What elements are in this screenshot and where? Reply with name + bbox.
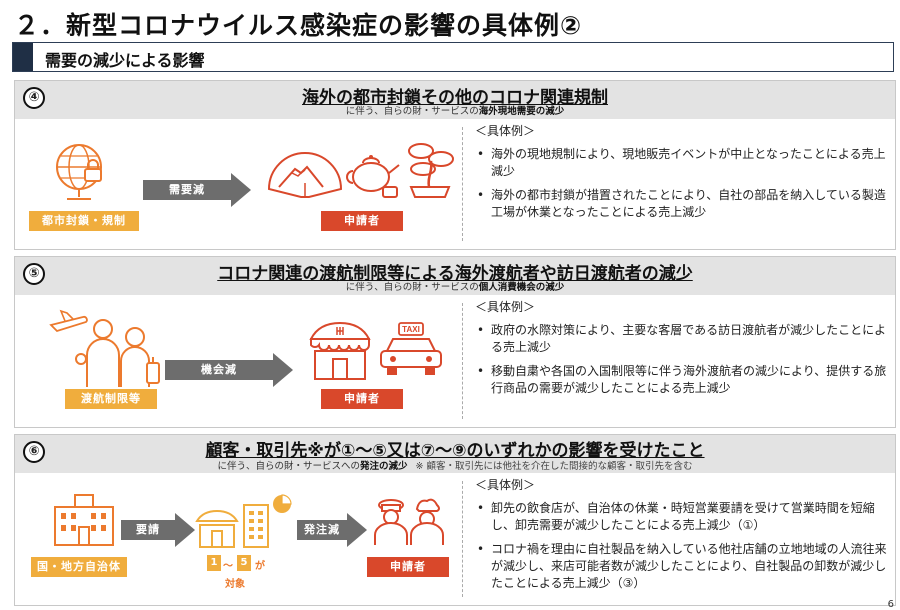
case-6-applicant-badge: 申請者 xyxy=(367,557,449,577)
case-6-subtitle-prefix: に伴う、自らの財・サービスへの xyxy=(217,461,360,472)
case-4-examples-heading: ＜具体例＞ xyxy=(475,124,536,138)
case-6-arrow-2: 発注減 xyxy=(297,513,367,547)
case-6-example-1: 卸先の飲食店が、自治体の休業・時短営業要請を受けて営業時間を短縮し、卸売需要が減… xyxy=(475,500,887,534)
case-4-subtitle: に伴う、自らの財・サービスの海外現地需要の減少 xyxy=(15,103,895,117)
case-6-arrow-1-label: 要請 xyxy=(121,520,175,540)
case-6-examples: ＜具体例＞ 卸先の飲食店が、自治体の休業・時短営業要請を受けて営業時間を短縮し、… xyxy=(475,477,887,599)
case-6-examples-heading: ＜具体例＞ xyxy=(475,478,536,492)
case-6: ⑥ 顧客・取引先※が①～⑤又は⑦～⑨のいずれかの影響を受けたこと に伴う、自らの… xyxy=(14,434,896,606)
case-6-target-separator: ～ xyxy=(223,561,233,572)
case-4-divider xyxy=(462,127,463,241)
airplane-icon xyxy=(49,309,88,333)
case-6-header: ⑥ 顧客・取引先※が①～⑤又は⑦～⑨のいずれかの影響を受けたこと に伴う、自らの… xyxy=(15,435,895,473)
case-5: ⑤ コロナ関連の渡航制限等による海外渡航者や訪日渡航者の減少 に伴う、自らの財・… xyxy=(14,256,896,428)
case-6-arrow-2-label: 発注減 xyxy=(297,520,347,540)
case-5-header: ⑤ コロナ関連の渡航制限等による海外渡航者や訪日渡航者の減少 に伴う、自らの財・… xyxy=(15,257,895,295)
case-6-arrow-1-head xyxy=(175,513,195,547)
case-5-subtitle-bold: 個人消費機会の減少 xyxy=(478,282,565,293)
restaurant-icon xyxy=(309,321,371,380)
case-4-example-list: 海外の現地規制により、現地販売イベントが中止となったことによる売上減少 海外の都… xyxy=(475,146,887,221)
globe-lock-icon xyxy=(56,144,102,200)
case-6-example-list: 卸先の飲食店が、自治体の休業・時短営業要請を受けて営業時間を短縮し、卸売需要が減… xyxy=(475,500,887,592)
office-building-icon xyxy=(243,504,269,548)
case-4-example-1: 海外の現地規制により、現地販売イベントが中止となったことによる売上減少 xyxy=(475,146,887,180)
chef-icon xyxy=(374,498,444,545)
section-header-accent xyxy=(13,43,33,71)
case-4-body: 都市封鎖・規制 需要減 申請者 xyxy=(15,119,895,249)
case-6-title: 顧客・取引先※が①～⑤又は⑦～⑨のいずれかの影響を受けたこと xyxy=(205,441,705,461)
case-4-applicant-badge: 申請者 xyxy=(321,211,403,231)
case-4-examples: ＜具体例＞ 海外の現地規制により、現地販売イベントが中止となったことによる売上減… xyxy=(475,123,887,228)
case-6-subtitle-note: ※ 顧客・取引先には他社を介在した間接的な顧客・取引先を含む xyxy=(415,461,693,472)
case-4-title: 海外の都市封鎖その他のコロナ関連規制 xyxy=(302,88,608,108)
case-4-source-badge: 都市封鎖・規制 xyxy=(29,211,139,231)
case-4-subtitle-bold: 海外現地需要の減少 xyxy=(478,106,565,117)
case-4-arrow: 需要減 xyxy=(143,173,251,207)
government-building-icon xyxy=(54,494,114,546)
shop-icon xyxy=(195,509,239,548)
case-6-target-caption: 対象 xyxy=(225,579,245,590)
case-6-subtitle: に伴う、自らの財・サービスへの発注の減少 ※ 顧客・取引先には他社を介在した間接的… xyxy=(15,458,895,472)
case-4-number: ④ xyxy=(23,87,45,109)
case-5-applicant-badge: 申請者 xyxy=(321,389,403,409)
case-6-subtitle-bold: 発注の減少 xyxy=(360,461,408,472)
case-6-body: 国・地方自治体 要請 1 ～ xyxy=(15,473,895,605)
case-6-target-suffix: が xyxy=(255,561,265,572)
case-5-title: コロナ関連の渡航制限等による海外渡航者や訪日渡航者の減少 xyxy=(217,264,693,284)
case-5-source-badge: 渡航制限等 xyxy=(65,389,157,409)
case-5-example-list: 政府の水際対策により、主要な客層である訪日渡航者が減少したことによる売上減少 移… xyxy=(475,322,887,397)
page-number: 6 xyxy=(887,599,894,610)
case-4: ④ 海外の都市封鎖その他のコロナ関連規制 に伴う、自らの財・サービスの海外現地需… xyxy=(14,80,896,250)
case-4-subtitle-prefix: に伴う、自らの財・サービスの xyxy=(345,106,479,117)
taxi-icon: TAXI xyxy=(380,322,442,375)
section-header: 需要の減少による影響 xyxy=(12,42,894,72)
case-6-arrow-1: 要請 xyxy=(121,513,195,547)
case-5-body: 渡航制限等 機会減 TAXI 申請者 ＜具体例＞ xyxy=(15,295,895,427)
case-6-divider xyxy=(462,481,463,597)
case-5-example-2: 移動自粛や各国の入国制限等に伴う海外渡航者の減少により、提供する旅行商品の需要が… xyxy=(475,363,887,397)
case-6-example-2: コロナ禍を理由に自社製品を納入している他社店舗の立地地域の人流往来が減少し、来店… xyxy=(475,541,887,592)
taxi-sign-label: TAXI xyxy=(402,325,420,334)
case-4-header: ④ 海外の都市封鎖その他のコロナ関連規制 に伴う、自らの財・サービスの海外現地需… xyxy=(15,81,895,119)
case-6-arrow-2-head xyxy=(347,513,367,547)
case-5-arrow-head xyxy=(273,353,293,387)
case-6-target-num-1: 1 xyxy=(207,555,221,571)
case-4-arrow-head xyxy=(231,173,251,207)
page-title: ２．新型コロナウイルス感染症の影響の具体例② xyxy=(14,11,583,40)
section-header-label: 需要の減少による影響 xyxy=(45,51,205,70)
case-5-subtitle-prefix: に伴う、自らの財・サービスの xyxy=(345,282,479,293)
case-5-divider xyxy=(462,303,463,419)
case-4-example-2: 海外の都市封鎖が措置されたことにより、自社の部品を納入している製造工場が休業とな… xyxy=(475,187,887,221)
case-5-number: ⑤ xyxy=(23,263,45,285)
case-6-source-badge: 国・地方自治体 xyxy=(31,557,127,577)
pie-chart-icon xyxy=(273,494,292,513)
case-4-arrow-label: 需要減 xyxy=(143,180,231,200)
case-5-subtitle: に伴う、自らの財・サービスの個人消費機会の減少 xyxy=(15,279,895,293)
case-5-examples-heading: ＜具体例＞ xyxy=(475,300,536,314)
travelers-icon xyxy=(75,319,160,387)
fuji-fan-icon xyxy=(267,152,343,198)
case-5-arrow: 機会減 xyxy=(165,353,293,387)
case-5-arrow-label: 機会減 xyxy=(165,360,273,380)
case-5-examples: ＜具体例＞ 政府の水際対策により、主要な客層である訪日渡航者が減少したことによる… xyxy=(475,299,887,404)
case-6-target-num-2: 5 xyxy=(237,555,251,571)
teapot-icon xyxy=(346,155,400,198)
case-6-number: ⑥ xyxy=(23,441,45,463)
case-5-example-1: 政府の水際対策により、主要な客層である訪日渡航者が減少したことによる売上減少 xyxy=(475,322,887,356)
bonsai-icon xyxy=(408,143,454,198)
